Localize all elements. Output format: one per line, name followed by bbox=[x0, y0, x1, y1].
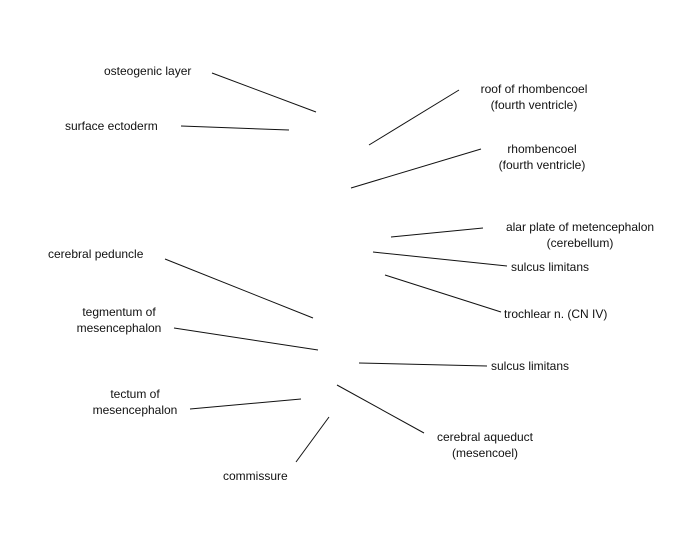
label-sulcus-limitans-lower: sulcus limitans bbox=[491, 358, 569, 374]
label-osteogenic-layer: osteogenic layer bbox=[104, 63, 191, 79]
label-tegmentum-of-mesencephalon: tegmentum of mesencephalon bbox=[66, 304, 172, 336]
label-line-1: tectum of bbox=[110, 387, 160, 401]
leader-line-tectum bbox=[189, 398, 302, 410]
leader-line-sulcus-limitans-upper bbox=[372, 251, 508, 267]
label-line-1: roof of rhombencoel bbox=[480, 82, 588, 96]
label-text: sulcus limitans bbox=[491, 359, 570, 373]
label-alar-plate-of-metencephalon: alar plate of metencephalon (cerebellum) bbox=[486, 219, 674, 251]
leader-line-trochlear bbox=[384, 274, 502, 313]
label-line-1: cerebral aqueduct bbox=[436, 430, 534, 444]
leader-line-sulcus-limitans-lower bbox=[358, 362, 488, 367]
label-line-2: (fourth ventricle) bbox=[498, 158, 586, 172]
leader-line-osteogenic-layer bbox=[211, 72, 317, 113]
leader-line-surface-ectoderm bbox=[180, 125, 290, 131]
label-text: cerebral peduncle bbox=[48, 247, 144, 261]
label-line-1: tegmentum of bbox=[82, 305, 156, 319]
label-line-1: alar plate of metencephalon bbox=[505, 220, 655, 234]
label-rhombencoel: rhombencoel (fourth ventricle) bbox=[484, 141, 600, 173]
leader-line-roof-of-rhombencoel bbox=[368, 89, 460, 146]
label-line-2: mesencephalon bbox=[76, 321, 162, 335]
label-cerebral-aqueduct: cerebral aqueduct (mesencoel) bbox=[424, 429, 546, 461]
leader-line-cerebral-aqueduct bbox=[336, 384, 425, 434]
label-line-1: rhombencoel bbox=[507, 142, 577, 156]
leader-line-tegmentum bbox=[173, 327, 319, 351]
label-line-2: (mesencoel) bbox=[451, 446, 519, 460]
label-trochlear-nerve: trochlear n. (CN IV) bbox=[504, 306, 607, 322]
label-line-2: (fourth ventricle) bbox=[490, 98, 578, 112]
label-line-2: mesencephalon bbox=[92, 403, 178, 417]
leader-line-rhombencoel bbox=[350, 148, 482, 189]
label-sulcus-limitans-upper: sulcus limitans bbox=[511, 259, 589, 275]
label-line-2: (cerebellum) bbox=[546, 236, 614, 250]
leader-line-alar-plate bbox=[390, 227, 484, 238]
label-cerebral-peduncle: cerebral peduncle bbox=[48, 246, 143, 262]
label-commissure: commissure bbox=[223, 468, 288, 484]
leader-line-commissure bbox=[295, 416, 330, 463]
label-surface-ectoderm: surface ectoderm bbox=[65, 118, 158, 134]
leader-line-cerebral-peduncle bbox=[164, 258, 314, 319]
label-text: sulcus limitans bbox=[511, 260, 590, 274]
label-text: osteogenic layer bbox=[104, 64, 192, 78]
label-tectum-of-mesencephalon: tectum of mesencephalon bbox=[82, 386, 188, 418]
label-text: trochlear n. (CN IV) bbox=[504, 307, 608, 321]
label-text: surface ectoderm bbox=[65, 119, 158, 133]
label-roof-of-rhombencoel: roof of rhombencoel (fourth ventricle) bbox=[462, 81, 606, 113]
label-text: commissure bbox=[223, 469, 288, 483]
